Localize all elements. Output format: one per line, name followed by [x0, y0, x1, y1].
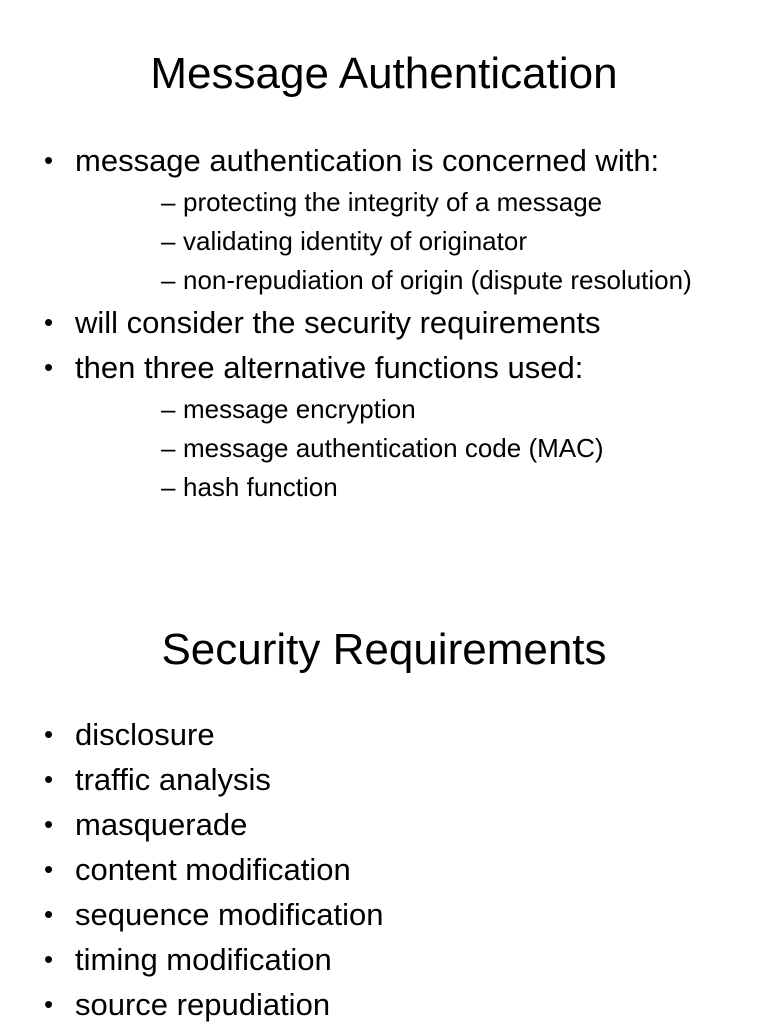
sub-bullet-text: message encryption [183, 394, 416, 424]
bullet-dot: • [44, 854, 54, 884]
bullet-item: • timing modification [0, 937, 768, 982]
bullet-item: • sequence modification [0, 892, 768, 937]
slide-message-authentication: Message Authentication • message authent… [0, 49, 768, 507]
sub-bullet-text: validating identity of originator [183, 226, 527, 256]
sub-bullet-item: – validating identity of originator [75, 222, 768, 261]
bullet-dot: • [44, 989, 54, 1019]
dash-marker: – [161, 226, 176, 256]
bullet-text: then three alternative functions used: [75, 350, 584, 385]
slide-title: Security Requirements [161, 625, 607, 674]
slide-title: Message Authentication [150, 49, 618, 98]
bullet-dot: • [44, 809, 54, 839]
bullet-list: • disclosure • traffic analysis • masque… [0, 712, 768, 1027]
sub-bullet-item: – message encryption [75, 390, 768, 429]
bullet-text: timing modification [75, 942, 332, 977]
bullet-dot: • [44, 944, 54, 974]
bullet-text: disclosure [75, 717, 215, 752]
bullet-list: • message authentication is concerned wi… [0, 138, 768, 507]
bullet-text: source repudiation [75, 987, 331, 1022]
bullet-dot: • [44, 307, 54, 337]
sub-bullet-item: – hash function [75, 468, 768, 507]
dash-marker: – [161, 433, 176, 463]
bullet-text: sequence modification [75, 897, 384, 932]
bullet-text: message authentication is concerned with… [75, 143, 660, 178]
bullet-text: content modification [75, 852, 351, 887]
bullet-dot: • [44, 352, 54, 382]
bullet-text: masquerade [75, 807, 248, 842]
sub-bullet-list: – message encryption – message authentic… [75, 390, 768, 507]
sub-bullet-text: protecting the integrity of a message [183, 187, 603, 217]
bullet-item: • content modification [0, 847, 768, 892]
bullet-dot: • [44, 145, 54, 175]
bullet-dot: • [44, 899, 54, 929]
slide-security-requirements: Security Requirements • disclosure • tra… [0, 576, 768, 1024]
dash-marker: – [161, 472, 176, 502]
bullet-item: • source repudiation [0, 982, 768, 1027]
bullet-item: • then three alternative functions used:… [0, 345, 768, 507]
sub-bullet-list: – protecting the integrity of a message … [75, 183, 768, 300]
bullet-item: • masquerade [0, 802, 768, 847]
sub-bullet-text: hash function [183, 472, 338, 502]
bullet-dot: • [44, 764, 54, 794]
sub-bullet-text: non-repudiation of origin (dispute resol… [183, 265, 692, 295]
bullet-item: • traffic analysis [0, 757, 768, 802]
bullet-item: • disclosure [0, 712, 768, 757]
bullet-text: traffic analysis [75, 762, 271, 797]
bullet-item: • will consider the security requirement… [0, 300, 768, 345]
sub-bullet-item: – protecting the integrity of a message [75, 183, 768, 222]
bullet-item: • message authentication is concerned wi… [0, 138, 768, 300]
sub-bullet-text: message authentication code (MAC) [183, 433, 604, 463]
sub-bullet-item: – message authentication code (MAC) [75, 429, 768, 468]
sub-bullet-item: – non-repudiation of origin (dispute res… [75, 261, 768, 300]
dash-marker: – [161, 187, 176, 217]
dash-marker: – [161, 265, 176, 295]
bullet-text: will consider the security requirements [75, 305, 601, 340]
bullet-dot: • [44, 719, 54, 749]
dash-marker: – [161, 394, 176, 424]
